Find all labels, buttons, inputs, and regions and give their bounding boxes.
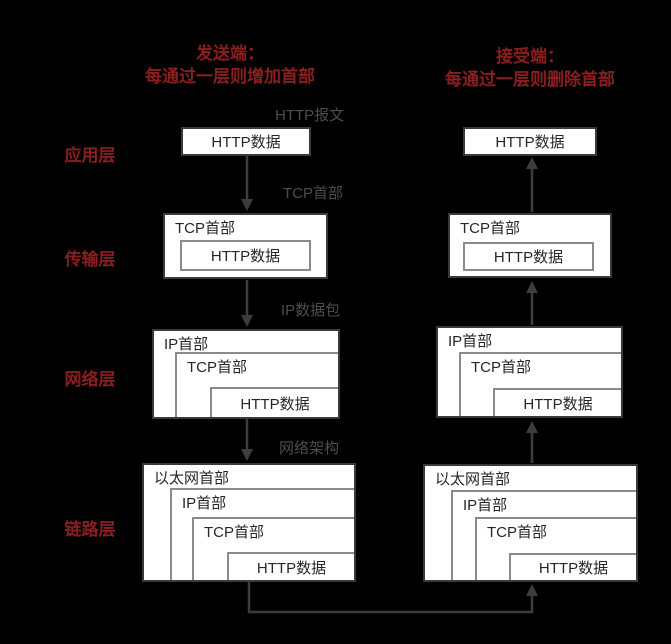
send-network-box: IP首部 TCP首部 HTTP数据 — [152, 329, 340, 419]
send-link-http-data-nest: HTTP数据 — [227, 552, 354, 580]
receive-application-box: HTTP数据 — [463, 127, 597, 156]
physical-medium-connector-arrow — [247, 582, 538, 614]
http-data-label: HTTP数据 — [495, 134, 565, 151]
tcp-header-label: TCP首部 — [175, 220, 236, 237]
layer-label-network: 网络层 — [64, 370, 116, 389]
layer-label-transport: 传输层 — [64, 250, 116, 269]
ip-header-label: IP首部 — [463, 497, 508, 514]
tcp-header-label: TCP首部 — [471, 359, 532, 376]
receive-link-http-data-nest: HTTP数据 — [509, 553, 636, 580]
send-side-header: 发送端： 每通过一层则增加首部 — [125, 42, 335, 88]
send-transport-box: TCP首部 HTTP数据 — [163, 213, 328, 279]
receive-network-box: IP首部 TCP首部 HTTP数据 — [436, 326, 623, 418]
step-label-http-message: HTTP报文 — [275, 107, 345, 124]
step-label-tcp-header: TCP首部 — [283, 185, 344, 202]
ip-header-label: IP首部 — [182, 495, 227, 512]
send-header-line2: 每通过一层则增加首部 — [145, 67, 315, 86]
receive-side-header: 接受端： 每通过一层则删除首部 — [425, 45, 635, 91]
http-data-label: HTTP数据 — [256, 559, 327, 577]
send-application-box: HTTP数据 — [181, 127, 311, 156]
ip-header-label: IP首部 — [164, 336, 209, 353]
http-data-label: HTTP数据 — [523, 395, 593, 413]
receive-transport-http-data-box: HTTP数据 — [463, 242, 594, 271]
send-link-box: 以太网首部 IP首部 TCP首部 HTTP数据 — [142, 463, 356, 582]
send-transport-http-data-box: HTTP数据 — [180, 240, 311, 271]
http-data-label: HTTP数据 — [240, 395, 310, 413]
layer-label-link: 链路层 — [64, 520, 116, 539]
step-label-network-frame: 网络架构 — [279, 440, 340, 457]
http-data-label: HTTP数据 — [211, 134, 281, 151]
tcp-header-label: TCP首部 — [204, 524, 265, 541]
step-label-ip-packet: IP数据包 — [281, 302, 341, 319]
send-network-http-data-nest: HTTP数据 — [210, 387, 338, 417]
receive-network-http-data-nest: HTTP数据 — [493, 388, 621, 416]
receive-transport-box: TCP首部 HTTP数据 — [448, 213, 612, 278]
tcp-header-label: TCP首部 — [460, 220, 521, 237]
ethernet-header-label: 以太网首部 — [435, 471, 511, 488]
send-header-line1: 发送端： — [196, 44, 264, 63]
ethernet-header-label: 以太网首部 — [154, 470, 230, 487]
http-data-label: HTTP数据 — [210, 248, 281, 265]
http-data-label: HTTP数据 — [538, 560, 609, 577]
tcp-header-label: TCP首部 — [487, 524, 548, 541]
layer-label-application: 应用层 — [64, 146, 116, 165]
http-data-label: HTTP数据 — [493, 249, 564, 266]
receive-link-box: 以太网首部 IP首部 TCP首部 HTTP数据 — [423, 464, 638, 582]
tcp-header-label: TCP首部 — [187, 359, 248, 376]
receive-header-line2: 每通过一层则删除首部 — [445, 70, 615, 89]
receive-header-line1: 接受端： — [496, 47, 564, 66]
ip-header-label: IP首部 — [448, 333, 493, 350]
